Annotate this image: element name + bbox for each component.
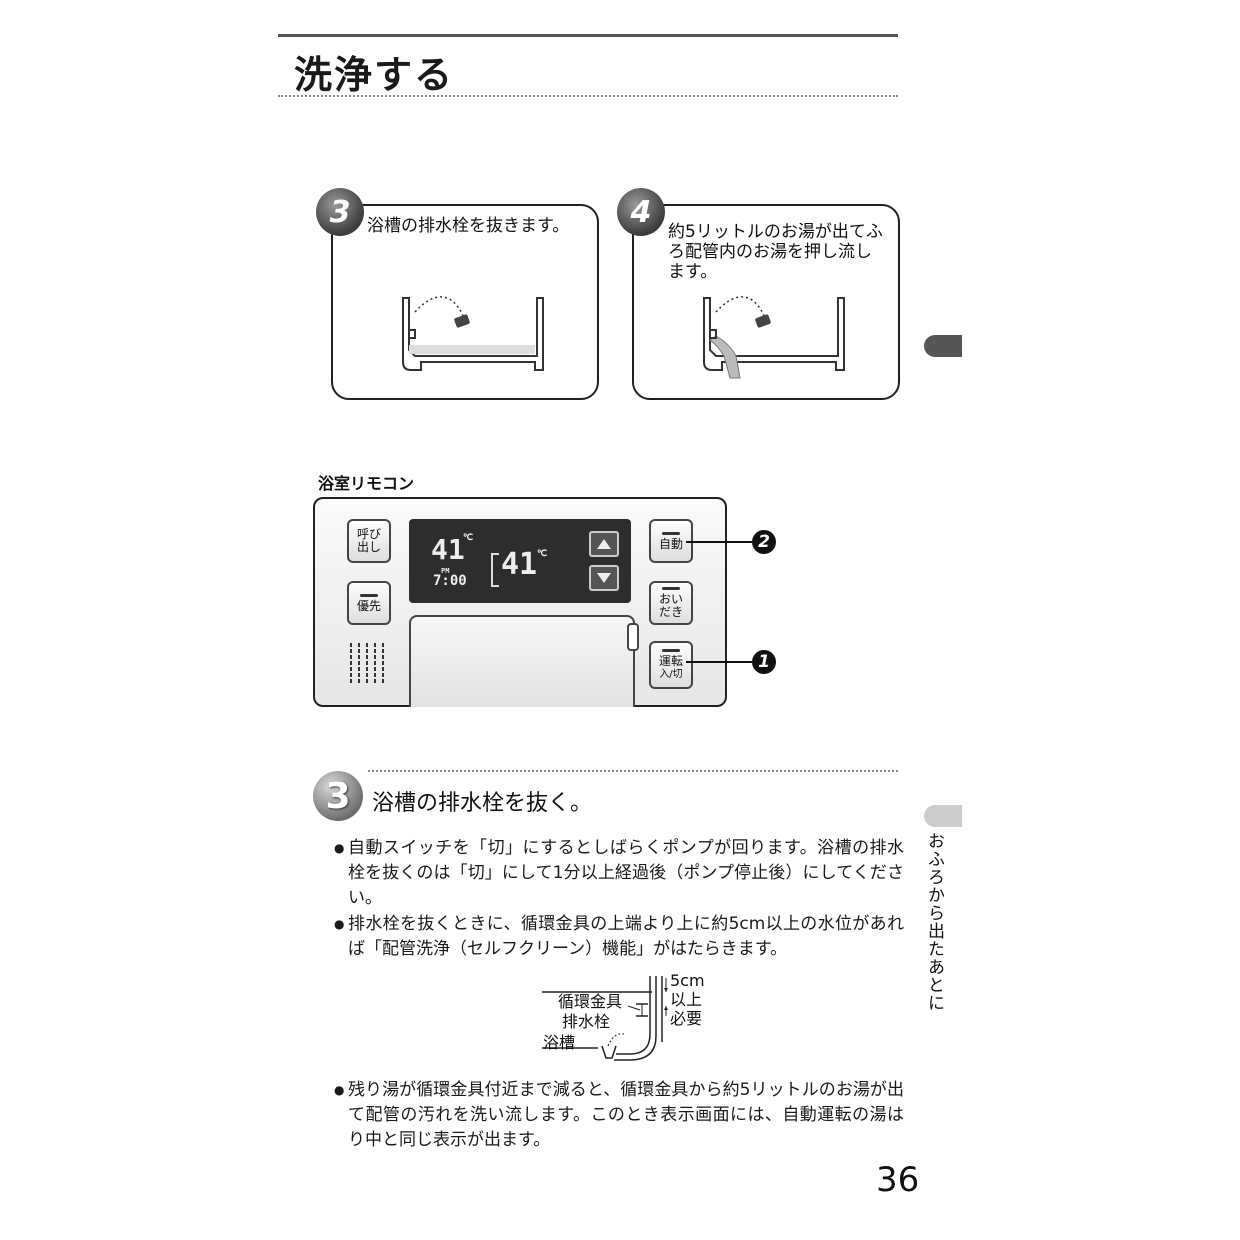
step-card-4: 約5リットルのお湯が出てふろ配管内のお湯を押し流します。: [632, 204, 900, 400]
speaker-grille: [350, 643, 384, 685]
remote-label: 浴室リモコン: [318, 474, 415, 493]
bullet-text: 排水栓を抜くときに、循環金具の上端より上に約5cm以上の水位があれば「配管洗浄（…: [348, 914, 904, 959]
chapter-tab-dark: [924, 335, 962, 357]
label-bathtub: 浴槽: [543, 1033, 576, 1052]
reheat-button[interactable]: おいだき: [649, 581, 693, 625]
cover-latch: [627, 623, 639, 651]
temp-up-button[interactable]: [589, 531, 619, 557]
bathtub-drain-illustration: [402, 296, 544, 371]
display-unit-left: ℃: [463, 533, 474, 543]
call-button-label: 呼び出し: [356, 527, 381, 554]
priority-led: [360, 593, 378, 597]
display-unit-right: ℃: [537, 549, 548, 559]
step-card-3: 浴槽の排水栓を抜きます。: [331, 204, 599, 400]
priority-button-label: 優先: [356, 598, 381, 613]
display-temp-left: 41: [431, 533, 465, 566]
power-led: [662, 649, 680, 652]
display-time-prefix: PM: [441, 567, 450, 575]
page-number: 36: [876, 1160, 920, 1200]
display-time: 7:00: [433, 573, 467, 589]
bathroom-remote: 呼び出し 優先 41 ℃ PM 7:00 41 ℃ 自動 おいだき: [313, 497, 727, 707]
bullet-icon: ●: [334, 917, 345, 931]
bullet-icon: ●: [334, 1083, 345, 1097]
label-circulation-fitting: 循環金具: [558, 992, 623, 1011]
section-dotted-rule: [368, 770, 898, 772]
auto-button[interactable]: 自動: [649, 519, 693, 563]
step-card-text: 約5リットルのお湯が出てふろ配管内のお湯を押し流します。: [668, 222, 883, 282]
title-top-rule: [278, 34, 898, 37]
display-temp-right: 41: [501, 547, 538, 582]
temp-down-button[interactable]: [589, 565, 619, 591]
auto-button-label: 自動: [658, 536, 683, 551]
page-title: 洗浄する: [294, 53, 455, 97]
remote-cover-panel[interactable]: [409, 615, 635, 707]
water-level-diagram: [542, 976, 668, 1061]
display-level-bracket: [491, 553, 499, 587]
bullet-item-1: ● 自動スイッチを「切」にするとしばらくポンプが回ります。浴槽の排水栓を抜くのは…: [334, 836, 904, 911]
triangle-up-icon: [597, 539, 611, 549]
reheat-led: [662, 587, 680, 590]
chapter-side-label: おふろから出たあとに: [924, 832, 944, 1012]
priority-button[interactable]: 優先: [347, 581, 391, 625]
call-button[interactable]: 呼び出し: [347, 519, 391, 563]
callout-1: 1: [752, 650, 776, 674]
bullet-text: 自動スイッチを「切」にするとしばらくポンプが回ります。浴槽の排水栓を抜くのは「切…: [348, 838, 904, 908]
display-screen: 41 ℃ PM 7:00 41 ℃: [409, 519, 631, 603]
title-dotted-rule: [278, 95, 898, 97]
power-button-label: 運転: [658, 654, 683, 668]
bullet-item-2: ● 排水栓を抜くときに、循環金具の上端より上に約5cm以上の水位があれば「配管洗…: [334, 912, 904, 962]
step-badge-4: 4: [617, 188, 665, 236]
power-button[interactable]: 運転 入/切: [649, 641, 693, 689]
label-required: 必要: [670, 1009, 703, 1028]
triangle-down-icon: [597, 573, 611, 583]
step-badge-3: 3: [316, 188, 364, 236]
callout-2: 2: [752, 530, 776, 554]
auto-led: [662, 531, 680, 535]
chapter-tab-light: [924, 805, 962, 827]
bullet-item-3: ● 残り湯が循環金具付近まで減ると、循環金具から約5リットルのお湯が出て配管の汚…: [334, 1078, 904, 1153]
label-drain-plug: 排水栓: [562, 1012, 611, 1031]
bullet-icon: ●: [334, 841, 345, 855]
section-number-badge: 3: [313, 771, 363, 821]
bullet-text: 残り湯が循環金具付近まで減ると、循環金具から約5リットルのお湯が出て配管の汚れを…: [348, 1080, 904, 1150]
step-card-text: 浴槽の排水栓を抜きます。: [367, 216, 570, 236]
bathtub-flush-illustration: [703, 296, 845, 379]
section-title: 浴槽の排水栓を抜く。: [372, 791, 593, 816]
label-height: 5cm: [670, 971, 705, 990]
reheat-button-label: おいだき: [658, 592, 683, 619]
label-above: 以上: [670, 990, 703, 1009]
power-button-sublabel: 入/切: [659, 669, 683, 680]
